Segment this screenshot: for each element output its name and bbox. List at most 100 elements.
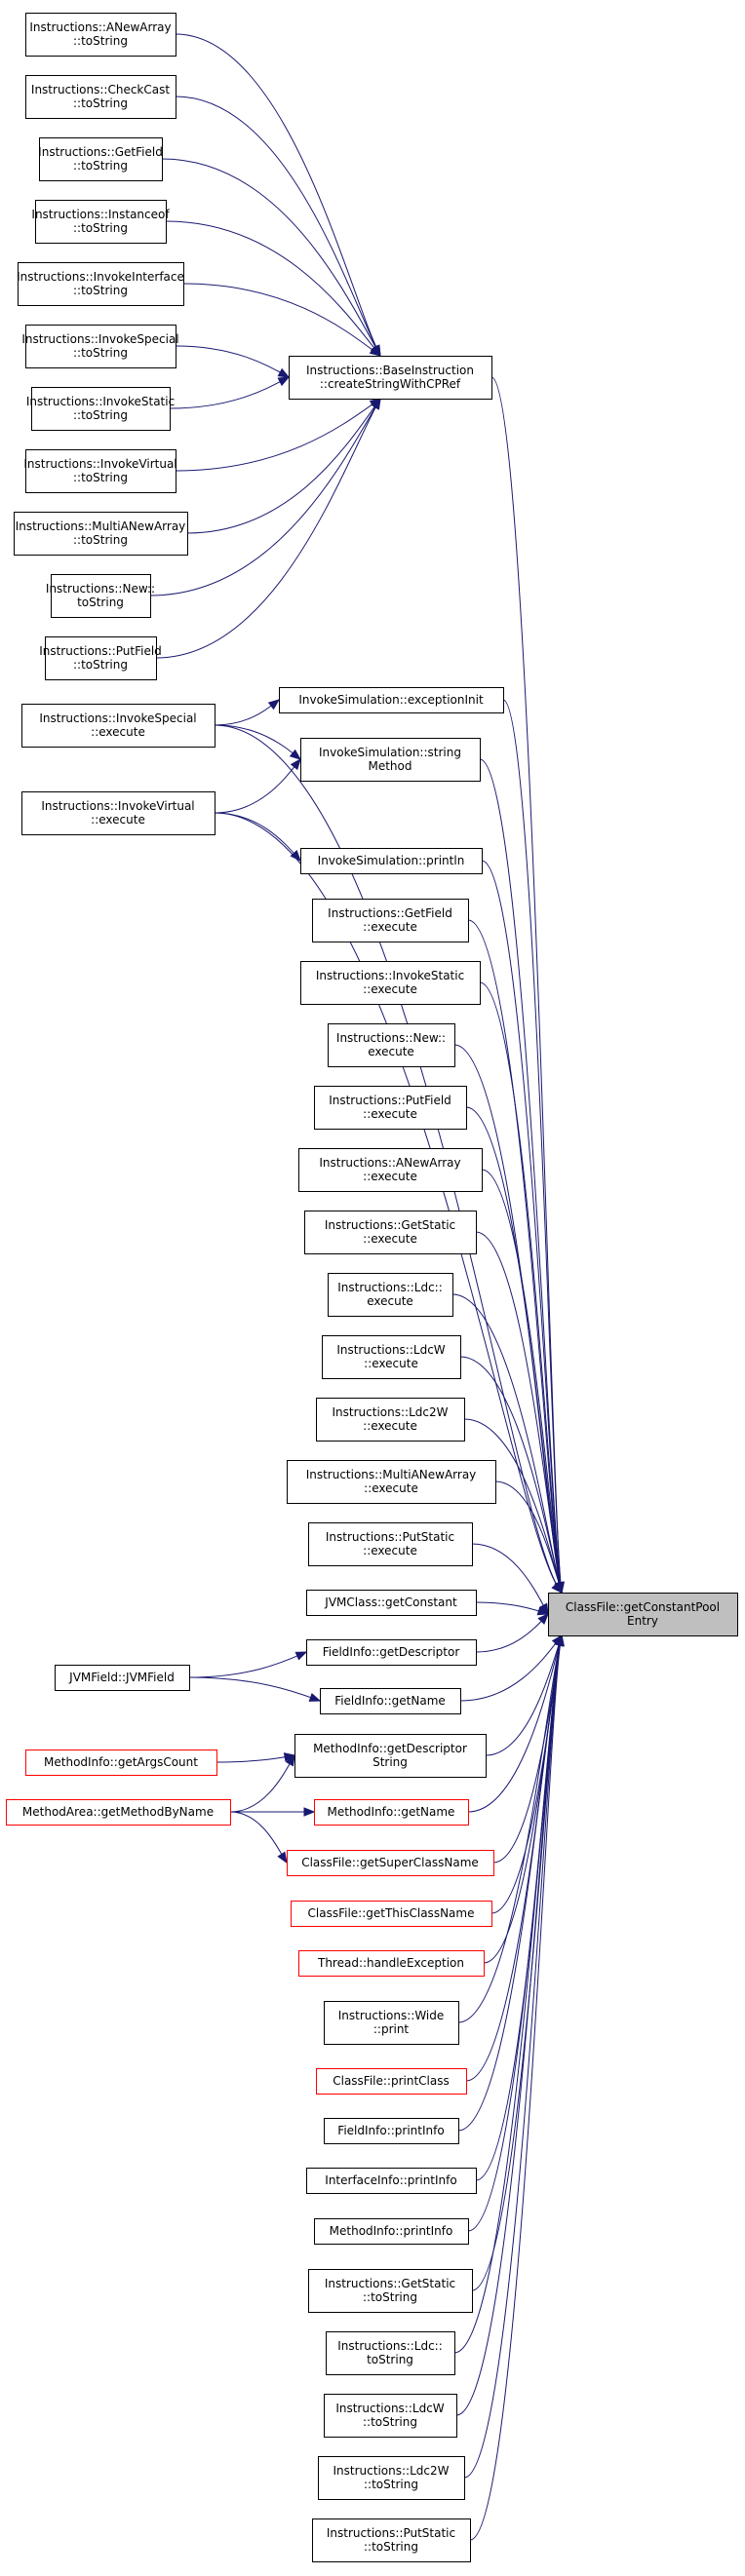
edge-getfield-execute-to-target	[467, 919, 563, 1594]
node-label-line: InvokeSimulation::exceptionInit	[298, 693, 484, 707]
node-ldc-execute[interactable]: Instructions::Ldc::execute	[328, 1273, 453, 1317]
node-box	[312, 899, 469, 942]
node-invokevirtual-execute[interactable]: Instructions::InvokeVirtual::execute	[21, 791, 216, 835]
edge-ldcw-tostring-to-target	[455, 1634, 563, 2416]
node-jvmfield-jvmfield[interactable]: JVMField::JVMField	[55, 1665, 190, 1691]
node-box	[316, 1398, 465, 1442]
node-invokeinterface-tostring[interactable]: Instructions::InvokeInterface::toString	[17, 262, 184, 306]
node-ldcw-tostring[interactable]: Instructions::LdcW::toString	[324, 2394, 457, 2438]
node-label-line: Instructions::Ldc2W	[333, 2464, 450, 2478]
node-getstatic-tostring[interactable]: Instructions::GetStatic::toString	[308, 2269, 473, 2313]
node-box	[306, 2168, 477, 2194]
node-println[interactable]: InvokeSimulation::println	[300, 848, 483, 874]
node-label-line: MethodInfo::getDescriptor	[313, 1742, 467, 1755]
node-methodinfo-printinfo[interactable]: MethodInfo::printInfo	[314, 2218, 469, 2245]
node-invokespecial-execute[interactable]: Instructions::InvokeSpecial::execute	[21, 704, 216, 748]
edge-invokestatic-tostring-to-hub	[169, 376, 290, 409]
node-box	[298, 1148, 483, 1192]
edge-arrowhead	[285, 1753, 295, 1767]
node-ldc2w-tostring[interactable]: Instructions::Ldc2W::toString	[318, 2456, 465, 2500]
edge-classfile-getthisclassname-to-target	[490, 1634, 563, 1914]
node-classfile-printclass[interactable]: ClassFile::printClass	[316, 2068, 467, 2095]
node-methodinfo-getargscount[interactable]: MethodInfo::getArgsCount	[25, 1749, 217, 1776]
node-ldcw-execute[interactable]: Instructions::LdcW::execute	[322, 1335, 461, 1379]
node-putstatic-tostring[interactable]: Instructions::PutStatic::toString	[312, 2518, 471, 2562]
node-label-line: FieldInfo::getDescriptor	[323, 1645, 460, 1659]
node-label-line: ::execute	[363, 1170, 417, 1183]
node-fieldinfo-getdescriptor[interactable]: FieldInfo::getDescriptor	[306, 1639, 477, 1666]
node-hub[interactable]: Instructions::BaseInstruction::createStr…	[289, 356, 492, 400]
node-label-line: FieldInfo::getName	[334, 1694, 446, 1708]
node-label-line: ::toString	[363, 2290, 417, 2304]
edge-arrowhead	[283, 1752, 296, 1762]
node-box	[14, 512, 188, 556]
node-jvmclass-getconstant[interactable]: JVMClass::getConstant	[306, 1590, 477, 1616]
node-interfaceinfo-printinfo[interactable]: InterfaceInfo::printInfo	[306, 2168, 477, 2194]
edge-methodinfo-printinfo-to-target	[467, 1634, 563, 2232]
node-fieldinfo-printinfo[interactable]: FieldInfo::printInfo	[324, 2118, 459, 2144]
node-label-line: MethodInfo::getArgsCount	[44, 1755, 198, 1769]
node-putfield-tostring[interactable]: Instructions::PutField::toString	[39, 636, 162, 680]
node-anewarray-execute[interactable]: Instructions::ANewArray::execute	[298, 1148, 483, 1192]
node-label-line: Instructions::InvokeStatic	[26, 395, 175, 408]
node-putstatic-execute[interactable]: Instructions::PutStatic::execute	[308, 1522, 473, 1566]
node-label-line: Instructions::PutField	[39, 644, 162, 658]
node-putfield-execute[interactable]: Instructions::PutField::execute	[314, 1086, 467, 1130]
node-invokestatic-tostring[interactable]: Instructions::InvokeStatic::toString	[26, 387, 175, 431]
node-wide-print[interactable]: Instructions::Wide::print	[324, 2001, 459, 2045]
edge-methodinfo-getname-to-target	[467, 1634, 563, 1813]
node-label-line: ::toString	[73, 221, 128, 235]
node-invokespecial-tostring[interactable]: Instructions::InvokeSpecial::toString	[21, 325, 179, 368]
node-getfield-tostring[interactable]: Instructions::GetField::toString	[38, 137, 163, 181]
node-methodarea-getmethodbyname[interactable]: MethodArea::getMethodByName	[6, 1799, 231, 1826]
node-box	[21, 704, 216, 748]
node-label-line: ::toString	[73, 533, 128, 547]
edge-invokevirtual-execute-to-stringmethod	[214, 758, 301, 814]
node-new-tostring[interactable]: Instructions::New::toString	[46, 574, 155, 618]
node-getfield-execute[interactable]: Instructions::GetField::execute	[312, 899, 469, 942]
edge-arrowhead	[277, 376, 291, 387]
node-methodinfo-getname[interactable]: MethodInfo::getName	[314, 1799, 469, 1826]
node-label-line: ::execute	[363, 1544, 417, 1557]
node-fieldinfo-getname[interactable]: FieldInfo::getName	[320, 1688, 461, 1714]
node-box	[314, 2218, 469, 2245]
node-label-line: Instructions::New::	[46, 582, 155, 596]
node-anewarray-tostring[interactable]: Instructions::ANewArray::toString	[25, 13, 176, 57]
node-box	[21, 791, 216, 835]
node-label-line: ::toString	[363, 2415, 417, 2429]
node-instanceof-tostring[interactable]: Instructions::Instanceof::toString	[31, 200, 170, 244]
node-new-execute[interactable]: Instructions::New::execute	[328, 1023, 455, 1067]
node-invokevirtual-tostring[interactable]: Instructions::InvokeVirtual::toString	[23, 449, 177, 493]
node-box	[326, 2331, 455, 2375]
node-label-line: ::execute	[91, 725, 145, 739]
node-multianewarray-execute[interactable]: Instructions::MultiANewArray::execute	[287, 1460, 496, 1504]
edge-arrowhead	[277, 367, 291, 378]
node-invokestatic-execute[interactable]: Instructions::InvokeStatic::execute	[300, 961, 481, 1005]
node-label-line: ::toString	[73, 408, 128, 422]
node-box	[25, 13, 176, 57]
node-box	[548, 1593, 738, 1636]
node-multianewarray-tostring[interactable]: Instructions::MultiANewArray::toString	[14, 512, 188, 556]
node-label-line: Instructions::Instanceof	[31, 208, 170, 221]
edge-new-execute-to-target	[453, 1044, 563, 1594]
edge-new-tostring-to-hub	[149, 398, 381, 596]
node-classfile-getthisclassname[interactable]: ClassFile::getThisClassName	[291, 1901, 492, 1927]
node-classfile-getsuperclassname[interactable]: ClassFile::getSuperClassName	[287, 1850, 494, 1876]
node-label-line: Instructions::BaseInstruction	[306, 364, 474, 377]
node-checkcast-tostring[interactable]: Instructions::CheckCast::toString	[25, 75, 176, 119]
node-exceptioninit[interactable]: InvokeSimulation::exceptionInit	[279, 687, 504, 713]
node-box	[312, 2518, 471, 2562]
node-box	[316, 2068, 467, 2095]
node-label-line: JVMField::JVMField	[68, 1671, 175, 1684]
node-label-line: Instructions::Ldc::	[337, 1281, 443, 1294]
node-label-line: MethodInfo::getName	[328, 1805, 455, 1819]
node-thread-handleexception[interactable]: Thread::handleException	[298, 1950, 485, 1977]
node-ldc-tostring[interactable]: Instructions::Ldc::toString	[326, 2331, 455, 2375]
node-box	[328, 1273, 453, 1317]
node-ldc2w-execute[interactable]: Instructions::Ldc2W::execute	[316, 1398, 465, 1442]
edge-getfield-tostring-to-hub	[161, 158, 381, 357]
node-getstatic-execute[interactable]: Instructions::GetStatic::execute	[304, 1211, 477, 1254]
